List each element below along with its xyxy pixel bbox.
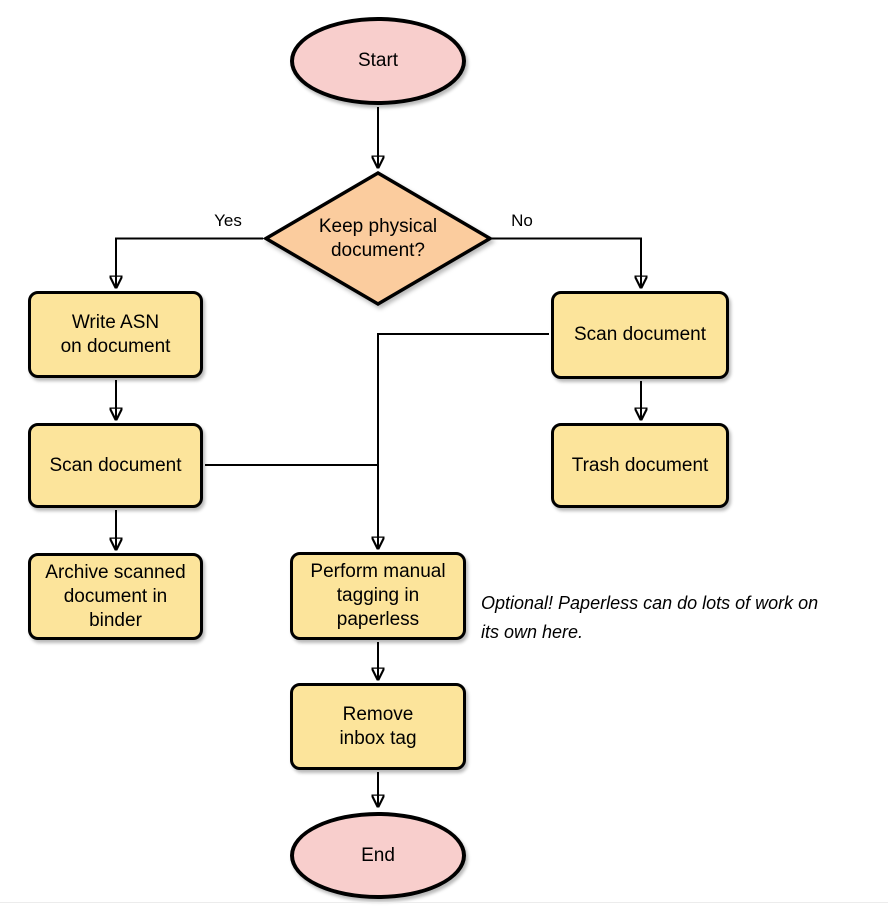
process-scan-document-left: Scan document — [28, 423, 203, 508]
decision-label: Keep physical document? — [318, 215, 438, 261]
write-asn-label: Write ASN on document — [60, 311, 171, 357]
decision-diamond: Keep physical document? — [262, 170, 494, 307]
start-terminal: Start — [290, 17, 466, 105]
connector-decision-yes-to-write-asn — [116, 237, 263, 288]
scan-left-label: Scan document — [49, 454, 182, 476]
end-label: End — [361, 844, 395, 866]
end-terminal: End — [290, 812, 466, 899]
remove-inbox-label: Remove inbox tag — [339, 703, 417, 749]
process-remove-inbox-tag: Remove inbox tag — [290, 683, 466, 770]
annotation-note: Optional! Paperless can do lots of work … — [481, 593, 819, 642]
tagging-label: Perform manual tagging in paperless — [310, 561, 446, 630]
decision-shape-svg — [262, 170, 494, 307]
process-archive-binder: Archive scanned document in binder — [28, 553, 203, 640]
archive-label: Archive scanned document in binder — [45, 561, 186, 631]
process-scan-document-right: Scan document — [551, 291, 729, 379]
edge-label-yes: Yes — [214, 211, 242, 230]
edge-label-no: No — [511, 211, 533, 230]
connector-scan-right-to-tagging — [378, 333, 549, 548]
diamond-shape — [262, 170, 494, 307]
process-write-asn: Write ASN on document — [28, 291, 203, 378]
start-label: Start — [357, 50, 399, 71]
scan-right-label: Scan document — [573, 324, 707, 345]
process-manual-tagging: Perform manual tagging in paperless — [290, 552, 466, 640]
connector-decision-no-to-scan-right — [492, 237, 641, 288]
process-trash-document: Trash document — [551, 423, 729, 508]
bottom-divider — [0, 902, 888, 903]
trash-label: Trash document — [571, 454, 709, 476]
